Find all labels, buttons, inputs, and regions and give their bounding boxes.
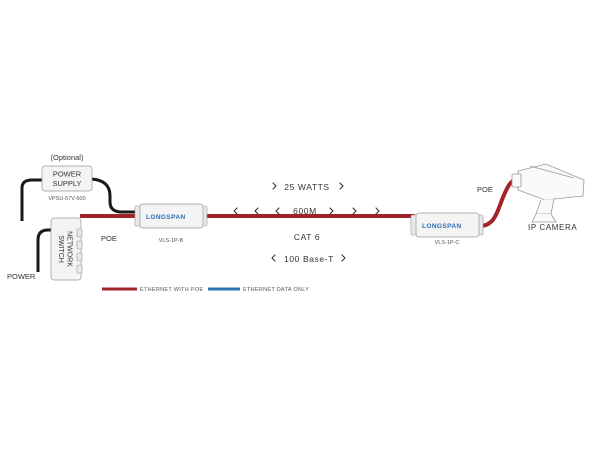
psu-optional-label: (Optional) — [51, 153, 84, 162]
legend: ETHERNET WITH POE ETHERNET DATA ONLY — [102, 287, 309, 293]
cable-type-label: CAT 6 — [294, 232, 320, 242]
switch-label-line2: SWITCH — [57, 235, 64, 263]
distance-annotation: 600M — [233, 206, 380, 216]
power-cable — [20, 178, 42, 221]
switch-label-line1: NETWORK — [66, 231, 73, 267]
legend-poe-label: ETHERNET WITH POE — [140, 287, 203, 293]
psu-label-line1: POWER — [53, 170, 82, 179]
transmitter-unit: LONGSPAN — [134, 203, 208, 229]
power-supply: POWER SUPPLY — [41, 165, 93, 192]
speed-annotation: 100 Base-T — [271, 254, 346, 264]
transmitter-logo: LONGSPAN — [146, 214, 186, 221]
watts-label: 25 WATTS — [284, 182, 329, 192]
ip-camera-label: IP CAMERA — [528, 223, 577, 232]
psu-model: VPSU-57V-600 — [48, 196, 85, 202]
psu-output-cable — [90, 177, 140, 214]
switch-power-cable — [36, 228, 56, 272]
distance-label: 600M — [293, 206, 317, 216]
network-switch: NETWORK SWITCH — [50, 217, 83, 281]
power-label: POWER — [7, 272, 36, 281]
receiver-unit: LONGSPAN — [410, 212, 484, 238]
receiver-model: VLS-1P-C — [435, 240, 460, 246]
transmitter-model: VLS-1P-B — [159, 238, 184, 244]
receiver-logo: LONGSPAN — [422, 223, 462, 230]
poe-label-left: POE — [101, 234, 117, 243]
poe-label-right: POE — [477, 185, 493, 194]
ip-camera — [511, 163, 585, 223]
speed-label: 100 Base-T — [284, 254, 334, 264]
watts-annotation: 25 WATTS — [272, 182, 344, 192]
legend-data-only-label: ETHERNET DATA ONLY — [243, 287, 309, 293]
psu-label-line2: SUPPLY — [52, 179, 81, 188]
